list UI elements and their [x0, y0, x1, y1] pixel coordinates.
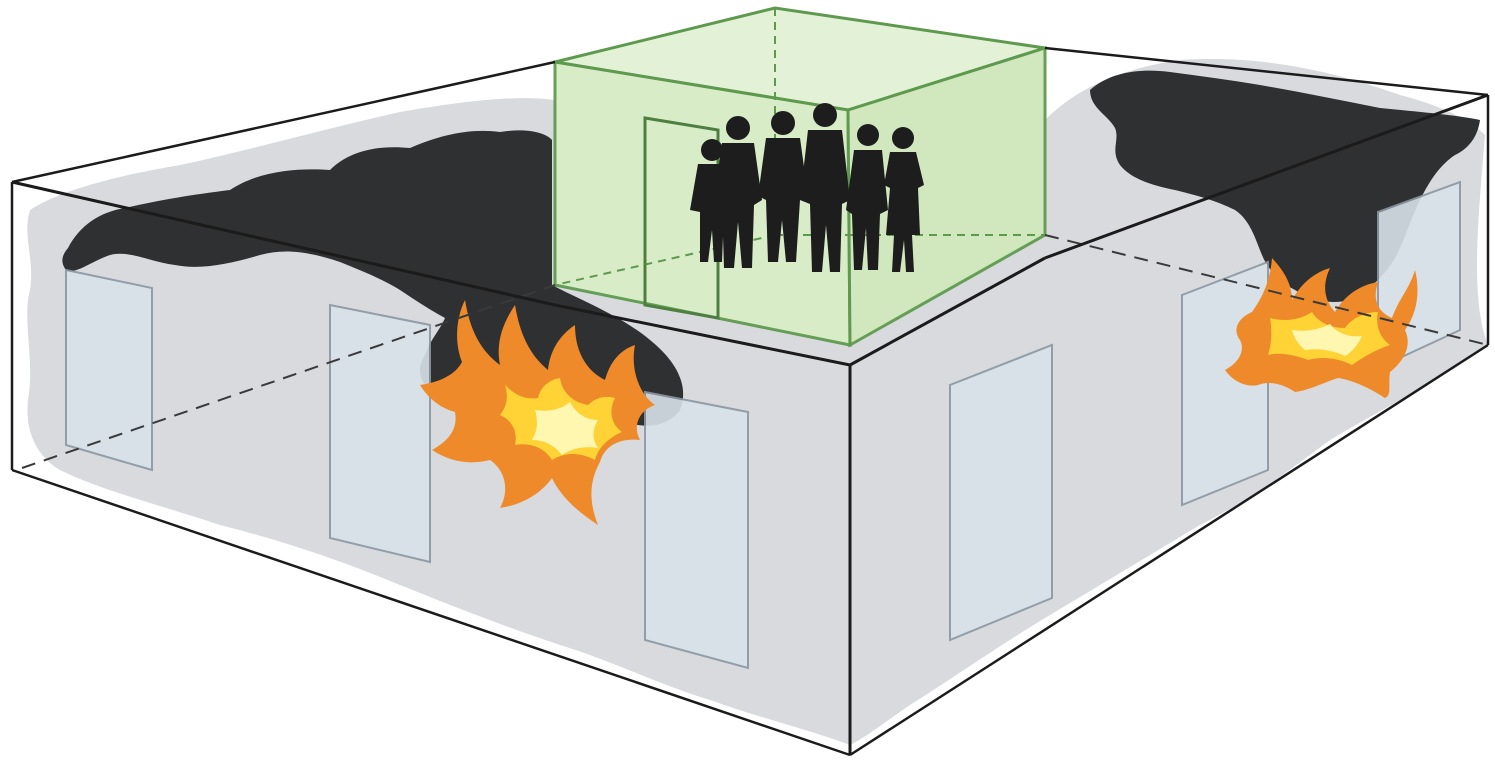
door-left-2	[330, 305, 430, 562]
door-front-left	[645, 392, 748, 668]
door-left-1	[66, 270, 152, 470]
door-front-right	[950, 345, 1052, 640]
